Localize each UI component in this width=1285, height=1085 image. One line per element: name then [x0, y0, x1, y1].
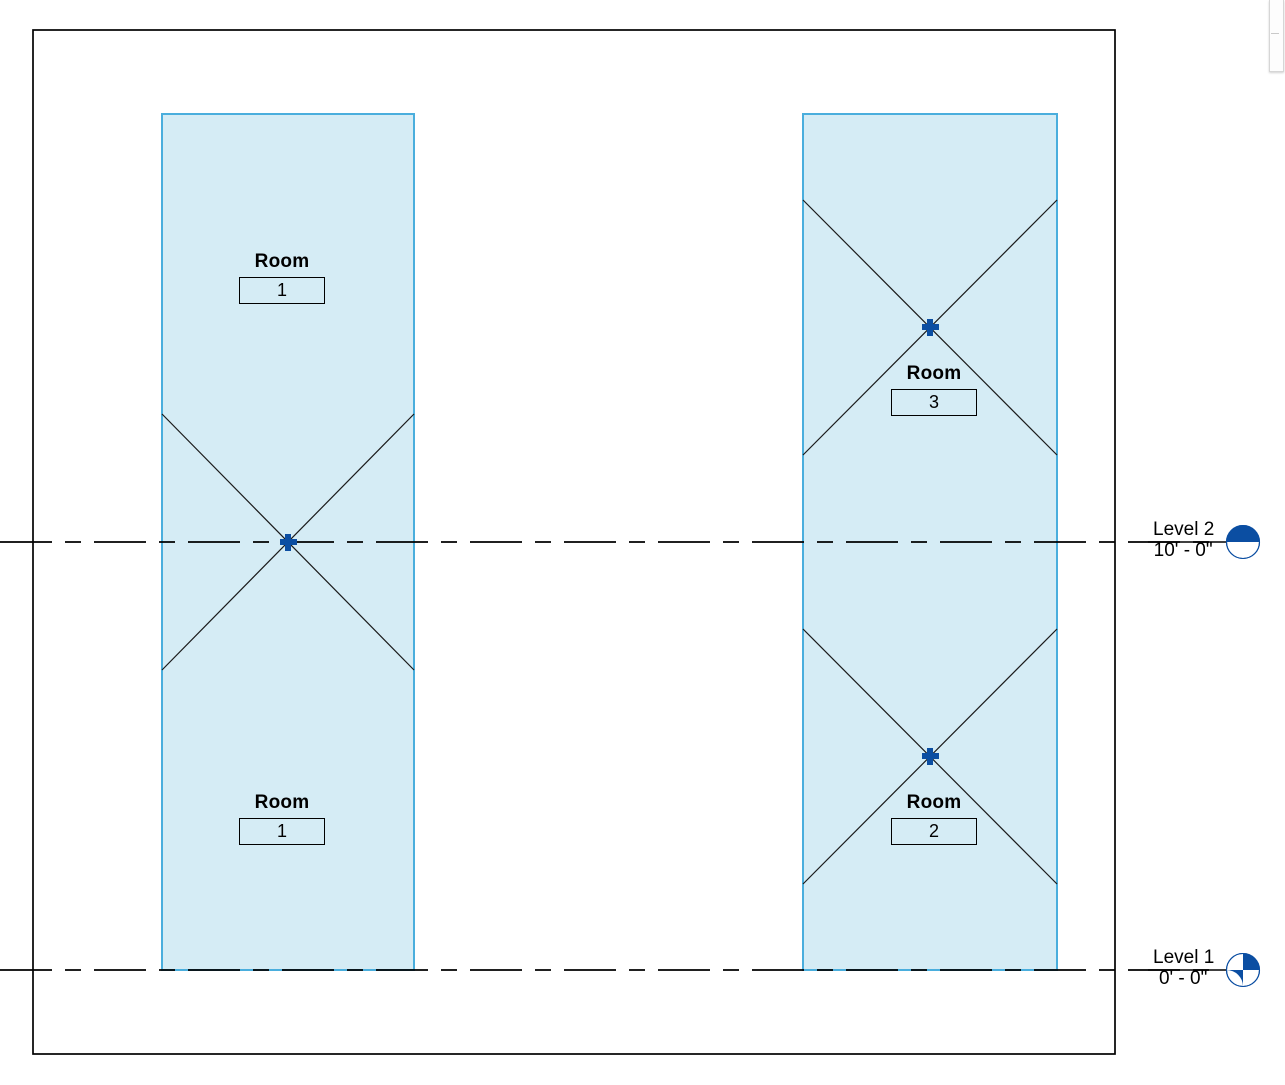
room-tag-number[interactable]: 1	[239, 818, 325, 845]
vertical-scrollbar-track[interactable]	[1268, 0, 1285, 1085]
level-1-bubble[interactable]	[1225, 952, 1261, 988]
level-2-bubble[interactable]	[1225, 524, 1261, 560]
vertical-scrollbar-thumb[interactable]	[1269, 0, 1284, 72]
level-head-1[interactable]: Level 1 0' - 0"	[1152, 947, 1214, 990]
room-tag-left-upper[interactable]: Room 1	[239, 252, 325, 304]
level-2-name[interactable]: Level 2	[1153, 519, 1215, 540]
room-tag-number[interactable]: 2	[891, 818, 977, 845]
room-tag-name: Room	[906, 363, 962, 384]
level-1-elevation[interactable]: 0' - 0"	[1158, 968, 1208, 990]
level-2-elevation[interactable]: 10' - 0"	[1153, 540, 1213, 562]
room-tag-name: Room	[254, 251, 310, 272]
room-tag-name: Room	[254, 792, 310, 813]
room-point-marker-right-upper[interactable]	[922, 319, 939, 336]
room-tag-number[interactable]: 3	[891, 389, 977, 416]
room-tag-left-lower[interactable]: Room 1	[239, 793, 325, 845]
room-tag-number[interactable]: 1	[239, 277, 325, 304]
scrollbar-grip-icon	[1271, 33, 1279, 34]
level-1-name[interactable]: Level 1	[1153, 947, 1215, 968]
level-head-2[interactable]: Level 2 10' - 0"	[1152, 519, 1214, 562]
room-point-marker-left[interactable]	[280, 534, 297, 551]
room-tag-name: Room	[906, 792, 962, 813]
room-tag-right-lower[interactable]: Room 2	[891, 793, 977, 845]
room-tag-right-upper[interactable]: Room 3	[891, 364, 977, 416]
room-point-marker-right-lower[interactable]	[922, 748, 939, 765]
